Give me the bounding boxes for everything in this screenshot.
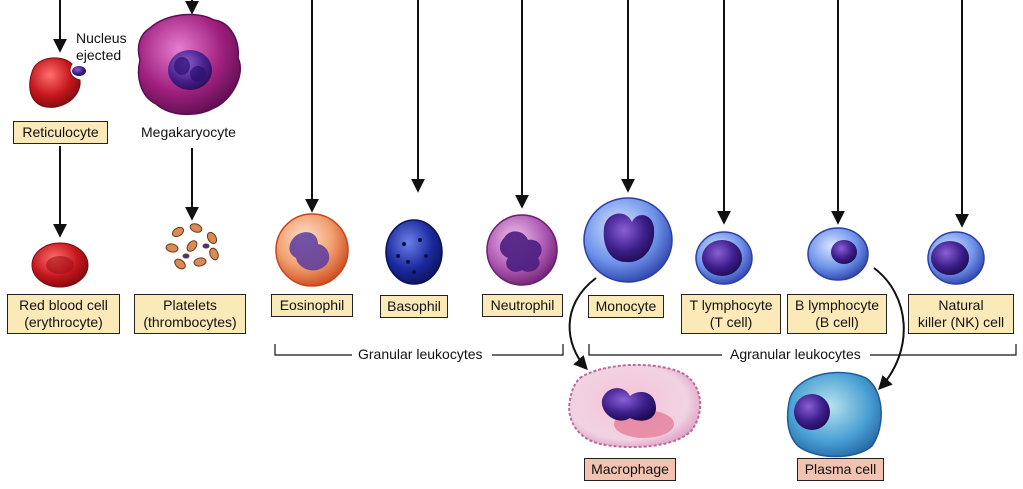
nk-cell-label: Natural killer (NK) cell (908, 294, 1014, 334)
macrophage-cell-image (568, 363, 701, 448)
granular-bracket (274, 344, 564, 356)
megakaryocyte-cell-image (137, 13, 242, 116)
nucleus-ejected-annotation: Nucleus ejected (76, 30, 127, 64)
nk-cell-label-line1: Natural (938, 297, 984, 313)
t-lymphocyte-label-line1: T lymphocyte (689, 297, 773, 313)
rbc-label-line1: Red blood cell (19, 297, 108, 313)
megakaryocyte-label: Megakaryocyte (141, 124, 236, 140)
granular-leukocytes-label: Granular leukocytes (354, 346, 487, 363)
macrophage-label: Macrophage (584, 458, 676, 481)
b-lymphocyte-cell-image (807, 227, 869, 281)
b-lymphocyte-label-line1: B lymphocyte (794, 297, 880, 313)
basophil-label: Basophil (380, 295, 448, 318)
basophil-cell-image (385, 219, 443, 285)
neutrophil-cell-image (486, 214, 558, 286)
eosinophil-cell-image (275, 213, 349, 287)
platelets-label: Platelets (thrombocytes) (134, 294, 246, 334)
eosinophil-label: Eosinophil (271, 294, 353, 317)
monocyte-label: Monocyte (588, 295, 664, 318)
t-lymphocyte-label: T lymphocyte (T cell) (681, 294, 781, 334)
arrow-b-lymphocyte-to-plasma (873, 267, 905, 391)
platelets-image (165, 223, 219, 270)
agranular-bracket (588, 344, 1017, 356)
t-lymphocyte-label-line2: (T cell) (709, 314, 753, 330)
reticulocyte-cell-image (29, 57, 86, 108)
agranular-leukocytes-label: Agranular leukocytes (726, 346, 865, 363)
b-lymphocyte-label-line2: (B cell) (815, 314, 859, 330)
nk-cell-image (927, 231, 985, 285)
rbc-label: Red blood cell (erythrocyte) (7, 294, 120, 334)
platelets-label-line2: (thrombocytes) (143, 314, 237, 330)
plasma-cell-image (786, 371, 882, 458)
b-lymphocyte-label: B lymphocyte (B cell) (787, 294, 887, 334)
nk-cell-label-line2: killer (NK) cell (917, 314, 1005, 330)
nucleus-ejected-line2: ejected (76, 47, 122, 63)
nucleus-ejected-line1: Nucleus (76, 30, 127, 46)
rbc-cell-image (31, 242, 89, 288)
monocyte-cell-image (583, 197, 673, 283)
top-arrows (53, 0, 969, 228)
arrow-monocyte-to-macrophage (568, 277, 597, 371)
lineage-arrows (53, 146, 905, 391)
rbc-label-line2: (erythrocyte) (24, 314, 103, 330)
t-lymphocyte-cell-image (695, 231, 753, 285)
neutrophil-label: Neutrophil (482, 294, 563, 317)
reticulocyte-label: Reticulocyte (13, 121, 108, 144)
plasma-cell-label: Plasma cell (797, 458, 884, 481)
platelets-label-line1: Platelets (163, 297, 217, 313)
